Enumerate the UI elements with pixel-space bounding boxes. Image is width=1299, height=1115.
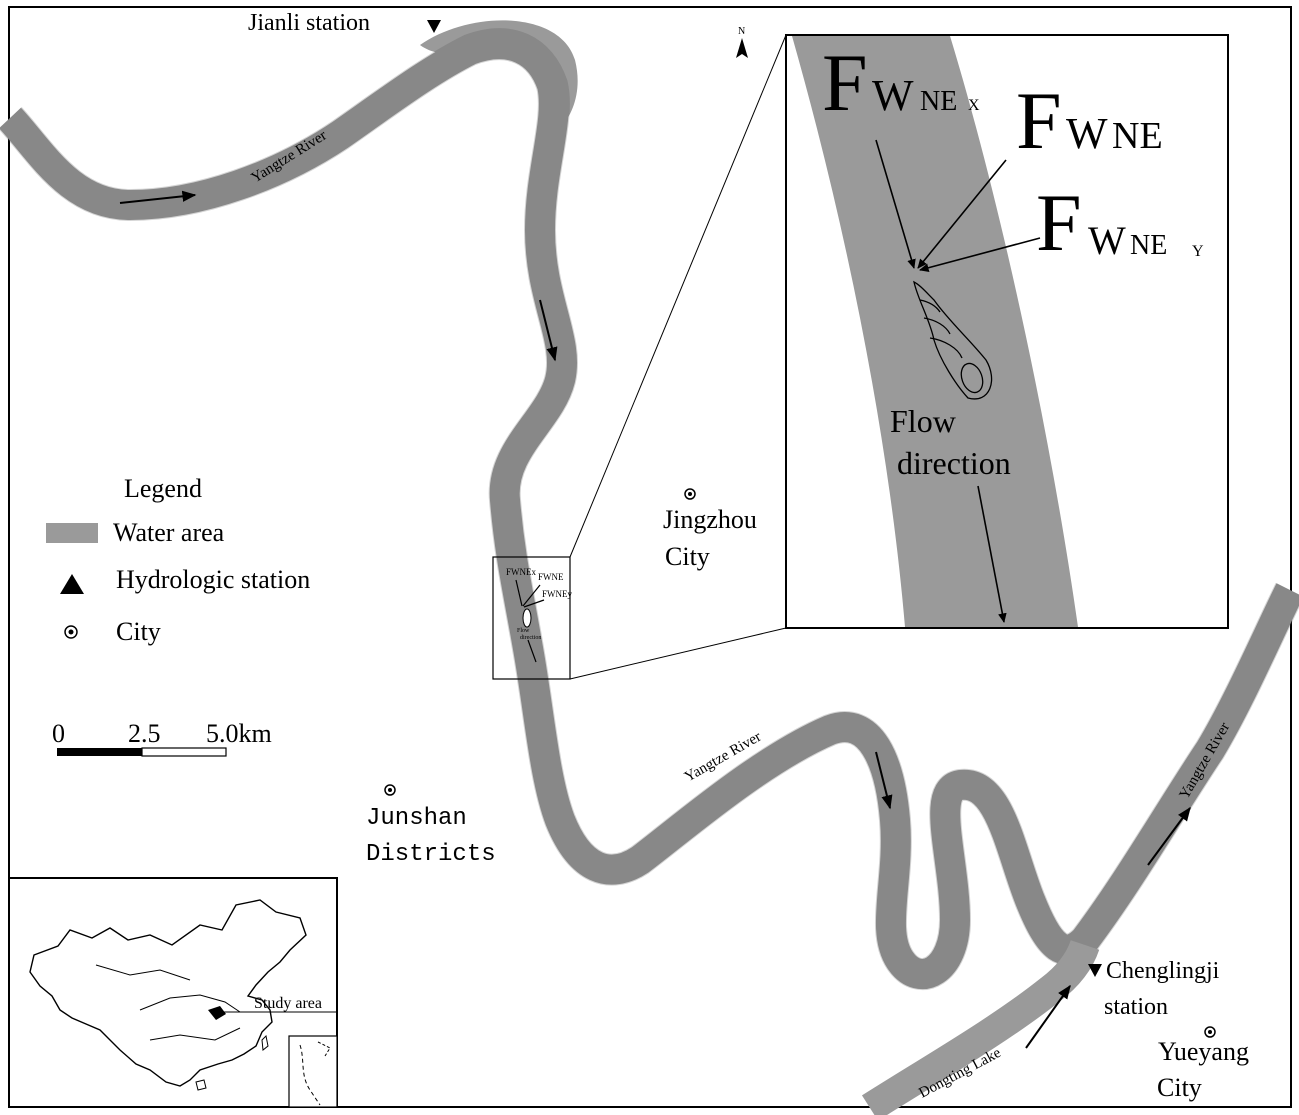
junshan-city-marker [384,784,396,796]
force-x-label: F W NE X [822,37,980,128]
svg-text:direction: direction [520,635,541,641]
jingzhou-city-marker [684,488,696,500]
scale-tick-2: 5.0km [206,719,272,748]
river-edge [0,28,1299,990]
svg-text:Flow: Flow [517,628,530,634]
snail-shell-icon [913,280,993,400]
province-line-3 [95,964,191,981]
flow-arrow-mid [539,299,558,362]
svg-text:NE: NE [920,86,957,117]
river-bend-jianli [420,20,578,140]
force-vector [917,159,1007,269]
mini-force-diagram: FWNEx FWNE FWNEy Flow direction [506,567,572,663]
force-x-vector [875,139,916,269]
inset-detail: F W NE X F W NE F W NE Y Flo [785,34,1229,629]
junshan-label-line1: Junshan [366,805,467,832]
scale-tick-0: 0 [52,719,65,748]
legend-triangle-icon [60,574,84,594]
jianli-station-marker [427,20,441,33]
legend-item-water: Water area [113,518,225,547]
scale-tick-1: 2.5 [128,719,161,748]
province-line-2 [149,1027,241,1041]
flow-arrow-upper [119,190,197,204]
chenglingji-label-line2: station [1104,994,1168,1020]
legend-item-station: Hydrologic station [116,565,310,594]
inset-connector-bottom [569,627,787,680]
china-outline [29,899,307,1087]
legend-item-city: City [116,617,161,646]
svg-text:W: W [1066,109,1108,158]
svg-text:X: X [968,97,980,114]
hainan-island [195,1079,207,1091]
junshan-label-line2: Districts [366,841,496,868]
svg-text:FWNEx: FWNEx [506,567,536,577]
flow-arrow-meander [875,751,893,810]
svg-text:Y: Y [1192,243,1204,260]
svg-text:NE: NE [1130,230,1167,261]
legend-city-icon [64,625,78,639]
scale-bar: 0 2.5 5.0km [52,719,272,757]
inset-flow-line1: Flow [890,403,956,439]
chenglingji-label-line1: Chenglingji [1106,958,1220,984]
force-y-vector [919,237,1041,272]
yueyang-city-marker [1204,1026,1216,1038]
jingzhou-label-line1: Jingzhou [663,505,757,534]
svg-text:FWNE: FWNE [538,572,564,582]
jianli-station-label: Jianli station [248,10,370,36]
inset-flow-line2: direction [897,445,1011,481]
svg-text:NE: NE [1112,115,1163,157]
legend: Legend Water area Hydrologic station Cit… [46,474,310,646]
flow-arrow-lake [1025,984,1071,1049]
inset-flow-arrow [977,485,1007,623]
inset-connector-top [569,34,787,558]
yueyang-label-line2: City [1157,1073,1202,1102]
svg-text:W: W [1088,218,1126,263]
legend-title: Legend [124,474,202,503]
svg-text:FWNEy: FWNEy [542,589,572,599]
force-y-label: F W NE Y [1036,177,1204,268]
svg-text:F: F [1036,177,1082,268]
province-line-1 [139,994,241,1013]
locator-inset: Study area [8,877,338,1108]
legend-water-swatch [46,523,98,543]
study-area-label: Study area [254,995,322,1012]
force-label: F W NE [1016,75,1163,166]
taiwan-island [261,1034,269,1051]
flow-arrow-right [1147,806,1191,866]
detail-selection-box [492,556,571,680]
svg-text:W: W [872,71,914,120]
south-china-sea-box [288,1035,338,1108]
north-arrow-icon: N [736,26,748,58]
chenglingji-station-marker [1088,964,1102,977]
study-area-highlight [208,1006,226,1020]
jingzhou-label-line2: City [665,542,710,571]
svg-text:F: F [822,37,868,128]
yueyang-label-line1: Yueyang [1158,1037,1249,1066]
svg-text:F: F [1016,75,1062,166]
dongting-lake-channel [861,939,1100,1115]
svg-text:N: N [738,26,745,37]
